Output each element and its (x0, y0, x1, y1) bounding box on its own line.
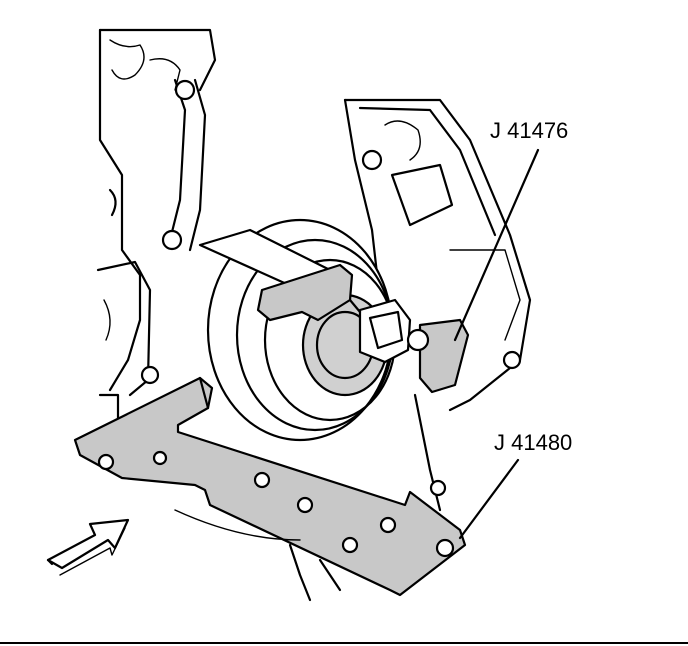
engine-block (96, 28, 532, 512)
callout-label-j41476: J 41476 (490, 118, 569, 143)
tool-j41476 (256, 263, 470, 394)
leader-lines (453, 148, 540, 540)
direction-arrow (46, 518, 130, 576)
leader-line-2 (458, 458, 520, 540)
callout-label-j41480: J 41480 (494, 430, 573, 455)
tool-j41480 (73, 376, 467, 602)
leader-line-1 (453, 148, 540, 342)
